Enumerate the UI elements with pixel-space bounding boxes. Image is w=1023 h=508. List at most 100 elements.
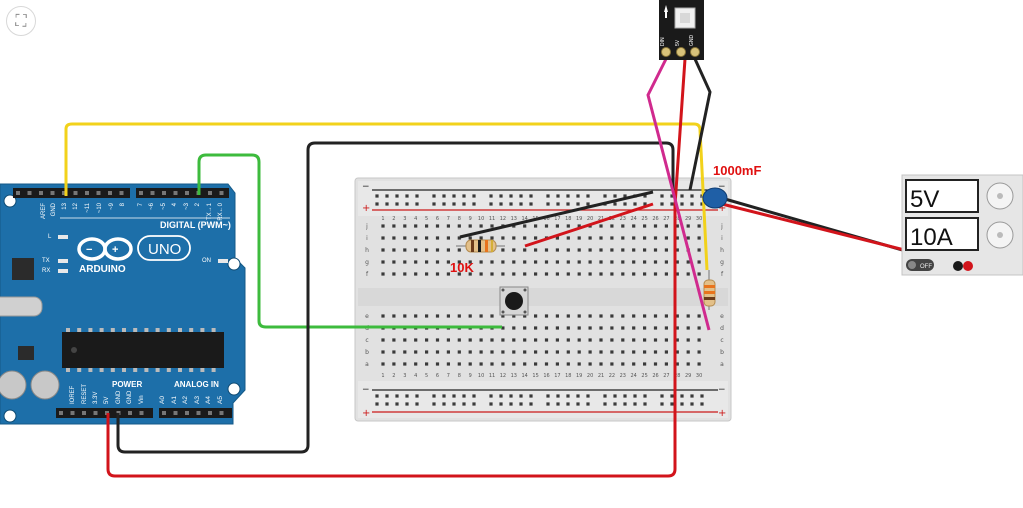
header-pin[interactable] bbox=[208, 411, 212, 415]
breadboard-hole[interactable] bbox=[392, 362, 396, 366]
rail-hole[interactable] bbox=[670, 194, 674, 198]
rail-hole[interactable] bbox=[385, 402, 389, 406]
breadboard-hole[interactable] bbox=[653, 314, 658, 318]
rail-hole[interactable] bbox=[660, 402, 664, 406]
rail-hole[interactable] bbox=[489, 202, 493, 206]
breadboard-hole[interactable] bbox=[643, 362, 647, 366]
breadboard-hole[interactable] bbox=[446, 338, 450, 342]
breadboard-hole[interactable] bbox=[686, 362, 690, 366]
breadboard-hole[interactable] bbox=[479, 260, 483, 264]
header-pin[interactable] bbox=[73, 191, 78, 195]
rail-hole[interactable] bbox=[566, 194, 570, 198]
breadboard-hole[interactable] bbox=[566, 260, 570, 264]
breadboard-hole[interactable] bbox=[435, 224, 440, 228]
breadboard-hole[interactable] bbox=[512, 338, 516, 342]
breadboard-hole[interactable] bbox=[435, 362, 440, 366]
breadboard-holes[interactable] bbox=[375, 194, 704, 406]
capacitor-1000mf[interactable] bbox=[700, 187, 728, 209]
breadboard-hole[interactable] bbox=[490, 314, 494, 318]
breadboard-hole[interactable] bbox=[457, 260, 461, 264]
breadboard-hole[interactable] bbox=[490, 260, 494, 264]
breadboard-hole[interactable] bbox=[675, 236, 679, 240]
breadboard-hole[interactable] bbox=[697, 314, 701, 318]
rail-hole[interactable] bbox=[432, 194, 436, 198]
rail-hole[interactable] bbox=[395, 394, 399, 398]
breadboard-hole[interactable] bbox=[468, 338, 472, 342]
rail-hole[interactable] bbox=[633, 394, 637, 398]
breadboard-hole[interactable] bbox=[621, 236, 625, 240]
breadboard-hole[interactable] bbox=[457, 314, 461, 318]
rail-hole[interactable] bbox=[643, 402, 647, 406]
rail-hole[interactable] bbox=[489, 402, 493, 406]
breadboard-hole[interactable] bbox=[566, 248, 570, 252]
rail-hole[interactable] bbox=[670, 394, 674, 398]
rail-hole[interactable] bbox=[442, 202, 446, 206]
breadboard-hole[interactable] bbox=[643, 272, 647, 276]
positive-terminal[interactable] bbox=[963, 261, 973, 271]
breadboard-hole[interactable] bbox=[392, 314, 396, 318]
header-pin[interactable] bbox=[173, 191, 178, 195]
breadboard-hole[interactable] bbox=[490, 350, 494, 354]
wire-green[interactable] bbox=[197, 153, 502, 329]
rail-hole[interactable] bbox=[680, 194, 684, 198]
rail-hole[interactable] bbox=[690, 202, 694, 206]
rail-hole[interactable] bbox=[462, 394, 466, 398]
breadboard-hole[interactable] bbox=[468, 362, 472, 366]
breadboard-hole[interactable] bbox=[686, 236, 690, 240]
breadboard-hole[interactable] bbox=[599, 350, 603, 354]
rail-hole[interactable] bbox=[546, 202, 550, 206]
header-pin[interactable] bbox=[27, 191, 32, 195]
breadboard-hole[interactable] bbox=[457, 236, 461, 240]
breadboard-hole[interactable] bbox=[599, 326, 603, 330]
rail-hole[interactable] bbox=[405, 202, 409, 206]
digital-header-right[interactable] bbox=[136, 188, 229, 198]
breadboard-hole[interactable] bbox=[555, 224, 559, 228]
rail-hole[interactable] bbox=[690, 394, 694, 398]
breadboard-hole[interactable] bbox=[588, 272, 592, 276]
breadboard-hole[interactable] bbox=[544, 338, 549, 342]
rail-hole[interactable] bbox=[432, 202, 436, 206]
breadboard-hole[interactable] bbox=[501, 338, 505, 342]
breadboard-hole[interactable] bbox=[653, 236, 658, 240]
breadboard-hole[interactable] bbox=[544, 248, 549, 252]
breadboard-hole[interactable] bbox=[675, 224, 679, 228]
breadboard-hole[interactable] bbox=[544, 224, 549, 228]
breadboard-hole[interactable] bbox=[664, 236, 668, 240]
breadboard-hole[interactable] bbox=[425, 362, 429, 366]
breadboard-hole[interactable] bbox=[599, 224, 603, 228]
breadboard-hole[interactable] bbox=[577, 236, 581, 240]
breadboard-hole[interactable] bbox=[632, 350, 636, 354]
breadboard-hole[interactable] bbox=[512, 236, 516, 240]
header-pin[interactable] bbox=[139, 411, 144, 415]
rail-hole[interactable] bbox=[556, 394, 560, 398]
breadboard-hole[interactable] bbox=[664, 338, 668, 342]
breadboard-hole[interactable] bbox=[664, 272, 668, 276]
breadboard-hole[interactable] bbox=[479, 338, 483, 342]
breadboard-hole[interactable] bbox=[512, 362, 516, 366]
breadboard-hole[interactable] bbox=[468, 314, 472, 318]
rail-hole[interactable] bbox=[603, 402, 607, 406]
breadboard-hole[interactable] bbox=[414, 338, 418, 342]
breadboard-hole[interactable] bbox=[381, 350, 385, 354]
breadboard-hole[interactable] bbox=[381, 314, 385, 318]
breadboard-hole[interactable] bbox=[534, 350, 538, 354]
breadboard-hole[interactable] bbox=[512, 224, 516, 228]
breadboard-hole[interactable] bbox=[425, 260, 429, 264]
rail-hole[interactable] bbox=[385, 202, 389, 206]
rail-hole[interactable] bbox=[643, 394, 647, 398]
breadboard-hole[interactable] bbox=[686, 260, 690, 264]
breadboard-hole[interactable] bbox=[632, 236, 636, 240]
breadboard-hole[interactable] bbox=[425, 224, 429, 228]
rail-hole[interactable] bbox=[576, 394, 580, 398]
rail-hole[interactable] bbox=[375, 402, 379, 406]
breadboard-hole[interactable] bbox=[381, 272, 385, 276]
rail-hole[interactable] bbox=[442, 402, 446, 406]
breadboard-hole[interactable] bbox=[599, 248, 603, 252]
breadboard-hole[interactable] bbox=[599, 362, 603, 366]
rail-hole[interactable] bbox=[405, 402, 409, 406]
breadboard-hole[interactable] bbox=[653, 362, 658, 366]
rail-hole[interactable] bbox=[509, 394, 513, 398]
breadboard-hole[interactable] bbox=[457, 272, 461, 276]
breadboard-hole[interactable] bbox=[643, 224, 647, 228]
